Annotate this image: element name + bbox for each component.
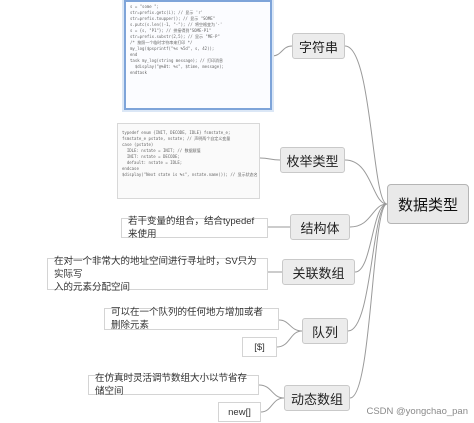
queue-note[interactable]: 可以在一个队列的任何地方增加或者删除元素 [104,307,279,331]
code-line: endtask [130,70,147,75]
code-line: typedef enum {INIT, DECODE, IDLE} fsmsta… [122,130,231,135]
branch-label: 枚举类型 [286,153,339,169]
code-line: str=prefix.toupper(); // 显示 "SOME" [130,16,216,21]
code-line: task my_log(string message); // 打印消息 [130,58,224,63]
code-line: $display("@%0t: %s", $time, message); [130,64,224,69]
string-code-card[interactable]: s = "some "; str=prefix.getc(i); // 显示 '… [124,0,272,110]
link-queue-note [278,319,303,332]
code-line: case (pstate) [122,142,154,147]
link-root-queue [347,203,388,332]
code-line: s = "some "; [130,4,159,9]
csdn-watermark: CSDN @yongchao_pan [366,406,468,417]
dynamic-note[interactable]: 在仿真时灵活调节数组大小以节省存储空间 [88,373,259,397]
link-root-string [344,45,388,205]
queue-extra[interactable]: [$] [242,337,277,357]
note-text: 若干变量的组合，结合typedef来使用 [128,216,255,240]
note-text: 可以在一个队列的任何地方增加或者删除元素 [111,307,264,331]
code-line: s.putc(s.len()-1, "-"); // 将空格变为'-' [130,22,223,27]
code-line: str=prefix.getc(i); // 显示 'r' [130,10,204,15]
code-line: s = {s, "P1"}; // 拼接得到"SOME-P1" [130,28,212,33]
link-string-code [271,45,293,57]
branch-node-struct[interactable]: 结构体 [290,214,350,240]
branch-node-dynamic[interactable]: 动态数组 [284,385,350,411]
branch-node-queue[interactable]: 队列 [302,318,348,344]
code-line: end [130,52,138,57]
branch-label: 动态数组 [290,391,343,407]
code-line: str=prefix.substr(2,5); // 显示 "ME-P" [130,34,220,39]
branch-node-enum[interactable]: 枚举类型 [280,147,345,173]
branch-label: 字符串 [298,39,338,55]
branch-label: 结构体 [300,220,340,236]
code-line: INIT: nstate = DECODE; [122,154,180,159]
extra-text: new[] [228,406,251,418]
branch-label: 队列 [311,324,338,340]
link-dynamic-extra [260,397,285,413]
code-line: endcase [122,166,139,171]
link-dynamic-note [258,384,285,399]
note-text-line2: 入的元素分配空间 [54,281,131,293]
code-line: default: nstate = IDLE; [122,160,183,165]
link-root-enum [344,159,388,205]
code-line: fsmstate_e pstate, nstate; // 声明两个自定义变量 [122,136,231,141]
note-text: 在仿真时灵活调节数组大小以节省存储空间 [95,373,248,397]
struct-note[interactable]: 若干变量的组合，结合typedef来使用 [121,216,268,240]
root-label: 数据类型 [397,196,458,214]
link-queue-extra [276,330,303,348]
code-line: my_log($psprintf("%s %5d", s, 42)); [130,46,215,51]
branch-node-string[interactable]: 字符串 [292,33,345,59]
dynamic-extra[interactable]: new[] [218,402,261,422]
link-root-assoc [354,203,388,273]
code-line: /* 按照一个临时字符串来打印 */ [130,40,193,45]
enum-code-card[interactable]: typedef enum {INIT, DECODE, IDLE} fsmsta… [117,123,260,199]
code-line: $display("Next state is %s", nstate.name… [122,172,258,177]
extra-text: [$] [254,341,265,353]
link-root-dynamic [349,203,388,399]
root-node[interactable]: 数据类型 [387,184,469,224]
code-line: IDLE: nstate = INIT; // 数据赋值 [122,148,201,153]
link-root-struct [349,203,388,228]
branch-node-assoc[interactable]: 关联数组 [282,259,355,285]
link-enum-code [259,157,281,161]
note-text-line1: 在对一个非常大的地址空间进行寻址时，SV只为实际写 [54,255,257,280]
assoc-note[interactable]: 在对一个非常大的地址空间进行寻址时，SV只为实际写 入的元素分配空间 [47,255,268,293]
branch-label: 关联数组 [292,265,345,281]
